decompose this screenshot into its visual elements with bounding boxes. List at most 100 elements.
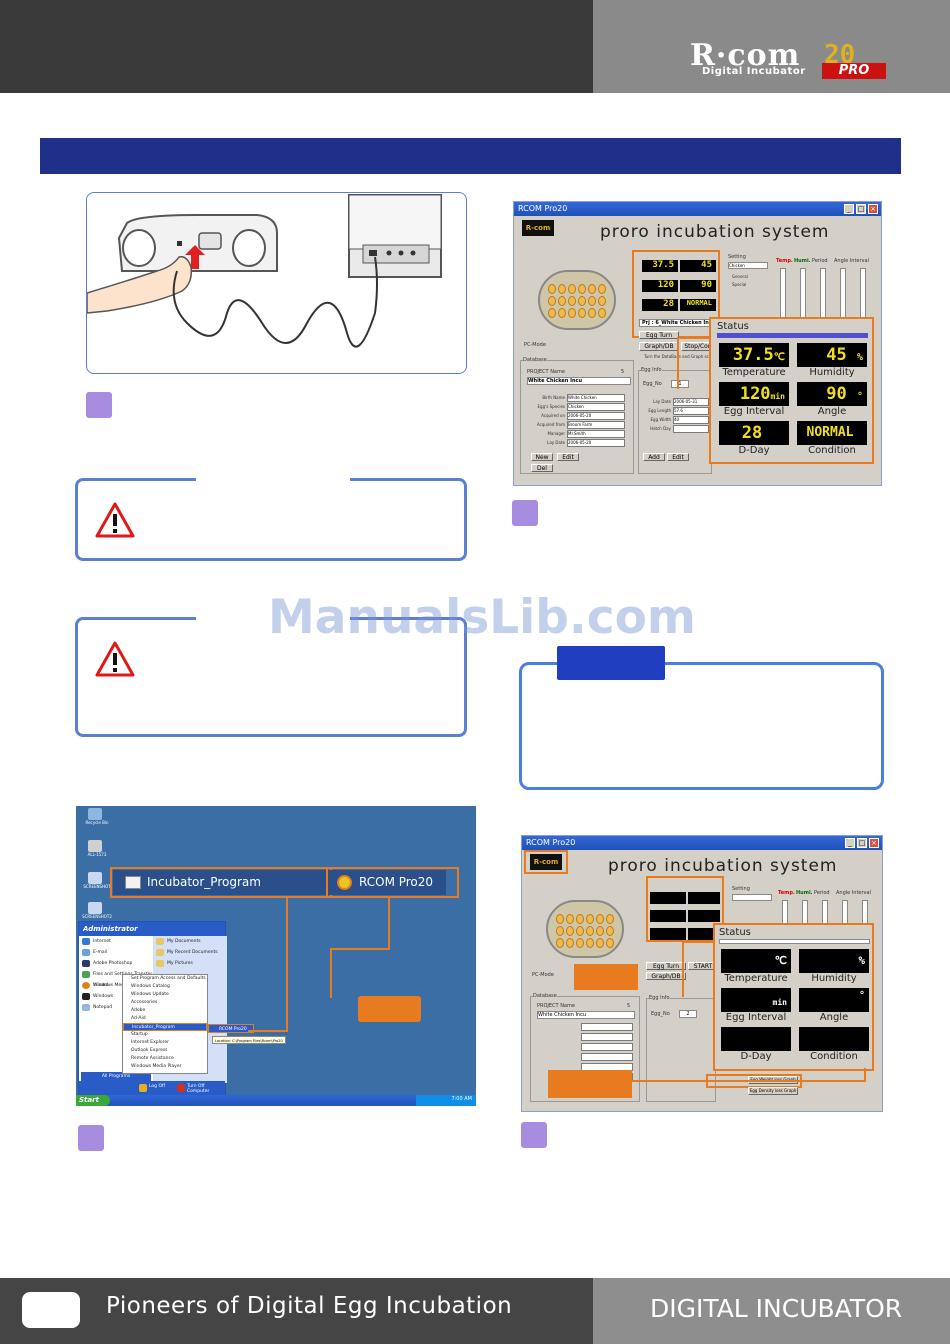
egg-edit-button[interactable]: Edit [667, 453, 689, 461]
angle-slider[interactable] [840, 268, 846, 318]
new-button[interactable]: New [531, 453, 553, 461]
temp-slider[interactable] [782, 900, 788, 924]
radio-general[interactable]: General [732, 274, 748, 279]
start-item[interactable]: Adobe Photoshop [79, 958, 153, 969]
start-item[interactable]: Windows [79, 991, 153, 1002]
start-item[interactable]: My Pictures [153, 958, 227, 969]
status-interval-label: Egg Interval [725, 1012, 787, 1023]
incubator-device-image [538, 270, 616, 330]
warning-triangle-icon [95, 502, 135, 538]
desktop-icon[interactable]: ALL-1573 [82, 840, 112, 857]
start-item[interactable]: E-mail [79, 947, 153, 958]
field[interactable] [581, 1023, 633, 1031]
all-programs-button[interactable]: All Programs [81, 1072, 151, 1082]
system-tray: 7:00 AM [416, 1095, 476, 1106]
status-angle-display: 90 ° [797, 382, 867, 406]
interval-slider[interactable] [862, 900, 868, 924]
power-icon[interactable] [177, 1084, 185, 1092]
watermark: ManualsLib.com [268, 590, 696, 645]
submenu-item[interactable]: Remote Assistance [131, 1056, 174, 1061]
setting-select[interactable] [732, 894, 772, 901]
radio-special[interactable]: Special [732, 282, 747, 287]
rcom-pro20-item[interactable]: RCOM Pro20 [329, 870, 446, 895]
submenu-item[interactable]: Outlook Express [131, 1048, 168, 1053]
egg-turn-tab[interactable]: Egg Turn [639, 331, 679, 339]
minimize-icon[interactable]: _ [845, 838, 855, 848]
clock: 7:00 AM [451, 1096, 472, 1102]
period-slider[interactable] [822, 900, 828, 924]
warning-box-2-tab-gap [196, 613, 350, 621]
graph-db-button[interactable]: Graph/DB [639, 342, 679, 351]
screenshot-program-running: RCOM Pro20 _ □ × R-com proro incubation … [513, 201, 882, 486]
angle-slider[interactable] [842, 900, 848, 924]
start-item[interactable]: Notepad [79, 1002, 153, 1013]
turn-off-label[interactable]: Turn Off Computer [187, 1084, 210, 1094]
log-off-label[interactable]: Log Off [149, 1084, 166, 1089]
humi-slider[interactable] [800, 268, 806, 318]
delete-button[interactable]: Del [531, 464, 553, 472]
edit-button[interactable]: Edit [557, 453, 579, 461]
close-icon[interactable]: × [869, 838, 879, 848]
add-button[interactable]: Add [643, 453, 665, 461]
status-dday-label: D-Day [738, 445, 770, 456]
submenu-item[interactable]: Internet Explorer [131, 1040, 170, 1045]
minimize-icon[interactable]: _ [844, 204, 854, 214]
period-slider[interactable] [820, 268, 826, 318]
logo-model-suffix: PRO [822, 63, 886, 79]
small-condition-display [688, 928, 720, 940]
egg-no-field[interactable]: 2 [679, 1010, 697, 1018]
submenu-item[interactable]: Startup [131, 1032, 148, 1037]
start-item[interactable]: Windows Media Player [79, 980, 153, 991]
field[interactable] [581, 1043, 633, 1051]
submenu-item[interactable]: Windows Media Player [131, 1064, 182, 1069]
submenu-item-incubator[interactable]: Incubator_Program [123, 1023, 207, 1031]
temp-slider[interactable] [780, 268, 786, 318]
submenu-item[interactable]: Accessories [131, 1000, 158, 1005]
rcom-pro20-small-item[interactable]: RCOM Pro20 [208, 1024, 254, 1033]
project-name-label: PROJECT Name [537, 1003, 575, 1009]
col-humi: Humi. [794, 258, 811, 264]
close-icon[interactable]: × [868, 204, 878, 214]
field[interactable] [581, 1053, 633, 1061]
turn-note: Turn the DataBase and Graph screen [644, 354, 718, 359]
desktop-icon[interactable]: Recycle Bin [82, 808, 112, 825]
submenu-item[interactable]: Windows Catalog [131, 984, 170, 989]
project-count: 5 [621, 369, 625, 375]
window-title: RCOM Pro20 [514, 202, 881, 216]
status-title: Status [717, 321, 749, 332]
desktop-icon[interactable]: SCREENSHOT [82, 872, 112, 889]
egg-density-graph-button[interactable]: Egg Density loss Graph [748, 1087, 798, 1095]
callout-label-box [358, 996, 421, 1022]
egg-tray [556, 914, 614, 948]
egg-turn-tab[interactable]: Egg Turn [646, 962, 686, 970]
small-dday-display [650, 928, 686, 940]
humi-slider[interactable] [802, 900, 808, 924]
callout-connector [677, 337, 709, 339]
log-off-icon[interactable] [139, 1084, 147, 1092]
maximize-icon[interactable]: □ [856, 204, 866, 214]
interval-slider[interactable] [860, 268, 866, 318]
setting-select[interactable]: Chicken [728, 262, 768, 269]
field[interactable] [581, 1033, 633, 1041]
start-item[interactable]: Internet [79, 936, 153, 947]
desktop-icon[interactable]: SCREENSHOT2 [82, 902, 112, 919]
submenu-item[interactable]: Adobe [131, 1008, 146, 1013]
submenu-item[interactable]: Set Program Access and Defaults [131, 976, 206, 981]
windows-icon [82, 993, 90, 1000]
screenshot-start-menu: Recycle Bin ALL-1573 SCREENSHOT SCREENSH… [76, 806, 476, 1106]
start-item[interactable]: My Recent Documents [153, 947, 227, 958]
window-controls: _ □ × [845, 838, 879, 848]
recycle-bin-icon [88, 808, 102, 820]
project-name-field[interactable]: White Chicken Incu [537, 1011, 635, 1019]
maximize-icon[interactable]: □ [857, 838, 867, 848]
incubator-program-folder[interactable]: Incubator_Program [113, 870, 329, 895]
start-button[interactable]: Start [76, 1095, 110, 1106]
col-temp: Temp. [778, 890, 795, 896]
start-item[interactable]: My Documents [153, 936, 227, 947]
graph-db-button[interactable]: Graph/DB [646, 972, 686, 980]
submenu-item[interactable]: Ad-Aid [131, 1016, 146, 1021]
egg-no-field[interactable]: 1 [671, 380, 689, 388]
project-name-field[interactable]: White Chicken Incu [527, 377, 631, 385]
submenu-item[interactable]: Windows Update [131, 992, 169, 997]
status-progress-bar [719, 939, 870, 944]
